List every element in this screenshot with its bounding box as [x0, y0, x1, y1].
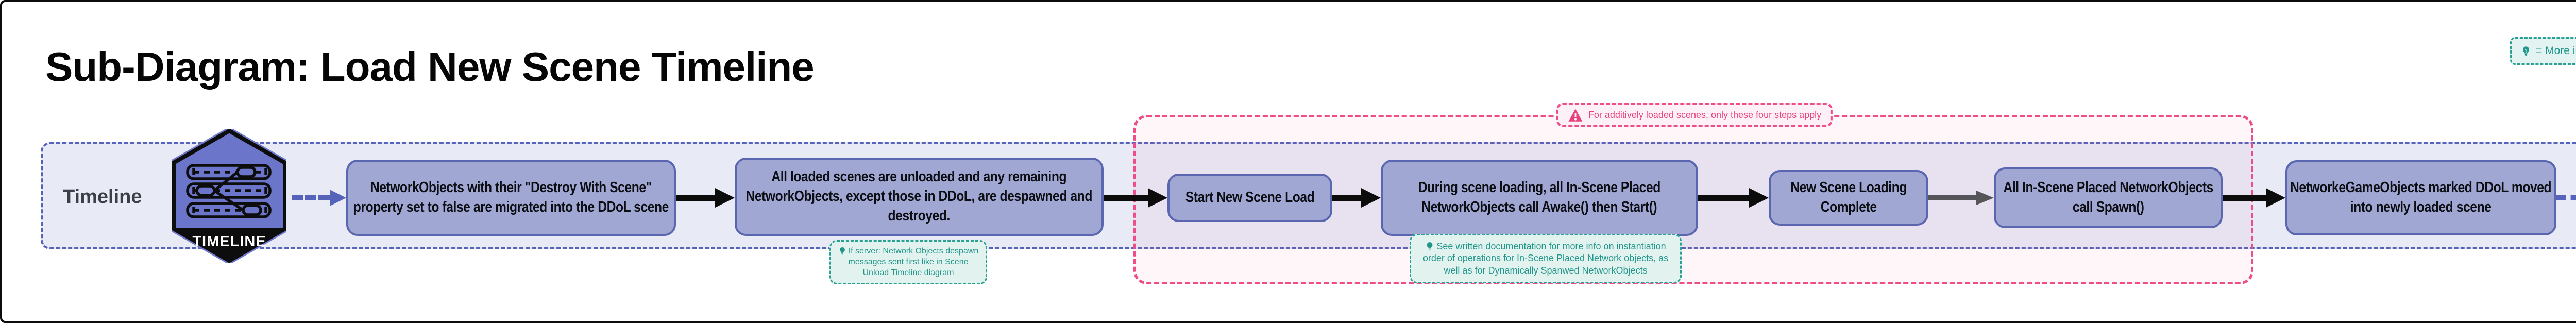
- arrow-hexagon-to-node1: [292, 195, 330, 200]
- lightbulb-icon: [2522, 46, 2530, 56]
- more-info-legend-badge: = More info: [2510, 37, 2576, 65]
- additive-scenes-warning: For additively loaded scenes, only these…: [1556, 103, 1833, 127]
- arrow-node4-to-node5: [1698, 195, 1749, 201]
- warning-triangle-icon: [1568, 108, 1583, 122]
- arrowhead-icon: [1148, 188, 1167, 208]
- warning-label: For additively loaded scenes, only these…: [1588, 109, 1822, 120]
- node-ddol-moved: NetworkeGameObjects marked DDoL moved in…: [2285, 160, 2556, 235]
- arrowhead-icon: [330, 190, 346, 206]
- arrowhead-icon: [1749, 188, 1769, 208]
- lightbulb-icon: [839, 247, 845, 255]
- node-label: During scene loading, all In-Scene Place…: [1418, 179, 1661, 215]
- arrow-node2-to-node3: [1104, 195, 1148, 201]
- note-text: If server: Network Objects despawn messa…: [848, 247, 979, 277]
- node-label: New Scene Loading Complete: [1790, 179, 1907, 215]
- arrow-node5-to-node6: [1928, 195, 1976, 200]
- arrowhead-icon: [2266, 188, 2285, 208]
- node-label: NetworkObjects with their "Destroy With …: [353, 179, 669, 215]
- arrow-node1-to-node2: [676, 195, 715, 201]
- node-start-new-scene-load: Start New Scene Load: [1167, 174, 1332, 222]
- node-call-spawn: All In-Scene Placed NetworkObjects call …: [1994, 167, 2223, 228]
- note-if-server-despawn: If server: Network Objects despawn messa…: [829, 240, 987, 284]
- node-label: All In-Scene Placed NetworkObjects call …: [2003, 179, 2213, 215]
- node-unload-scenes: All loaded scenes are unloaded and any r…: [735, 158, 1104, 236]
- node-label: Start New Scene Load: [1185, 189, 1315, 206]
- arrowhead-icon: [715, 188, 735, 208]
- node-awake-start: During scene loading, all In-Scene Place…: [1381, 160, 1698, 236]
- node-load-complete: New Scene Loading Complete: [1769, 170, 1928, 226]
- node-migrate-ddol: NetworkObjects with their "Destroy With …: [346, 160, 676, 236]
- arrow-node7-to-band-end: [2556, 195, 2576, 200]
- page-title: Sub-Diagram: Load New Scene Timeline: [45, 44, 815, 90]
- lightbulb-icon: [1427, 242, 1433, 251]
- note-text: See written documentation for more info …: [1422, 241, 1669, 276]
- node-label: All loaded scenes are unloaded and any r…: [745, 168, 1093, 224]
- hexagon-caption: TIMELINE: [192, 233, 266, 250]
- node-label: NetworkeGameObjects marked DDoL moved in…: [2290, 179, 2552, 215]
- arrowhead-icon: [1976, 191, 1994, 205]
- arrowhead-icon: [1361, 188, 1381, 208]
- more-info-label: = More info: [2536, 45, 2576, 57]
- arrow-node6-to-node7: [2223, 195, 2266, 201]
- arrow-node3-to-node4: [1332, 195, 1361, 201]
- note-instantiation-order: See written documentation for more info …: [1410, 234, 1682, 283]
- timeline-band-label: Timeline: [63, 186, 142, 208]
- timeline-hexagon-icon: TIMELINE: [172, 129, 286, 263]
